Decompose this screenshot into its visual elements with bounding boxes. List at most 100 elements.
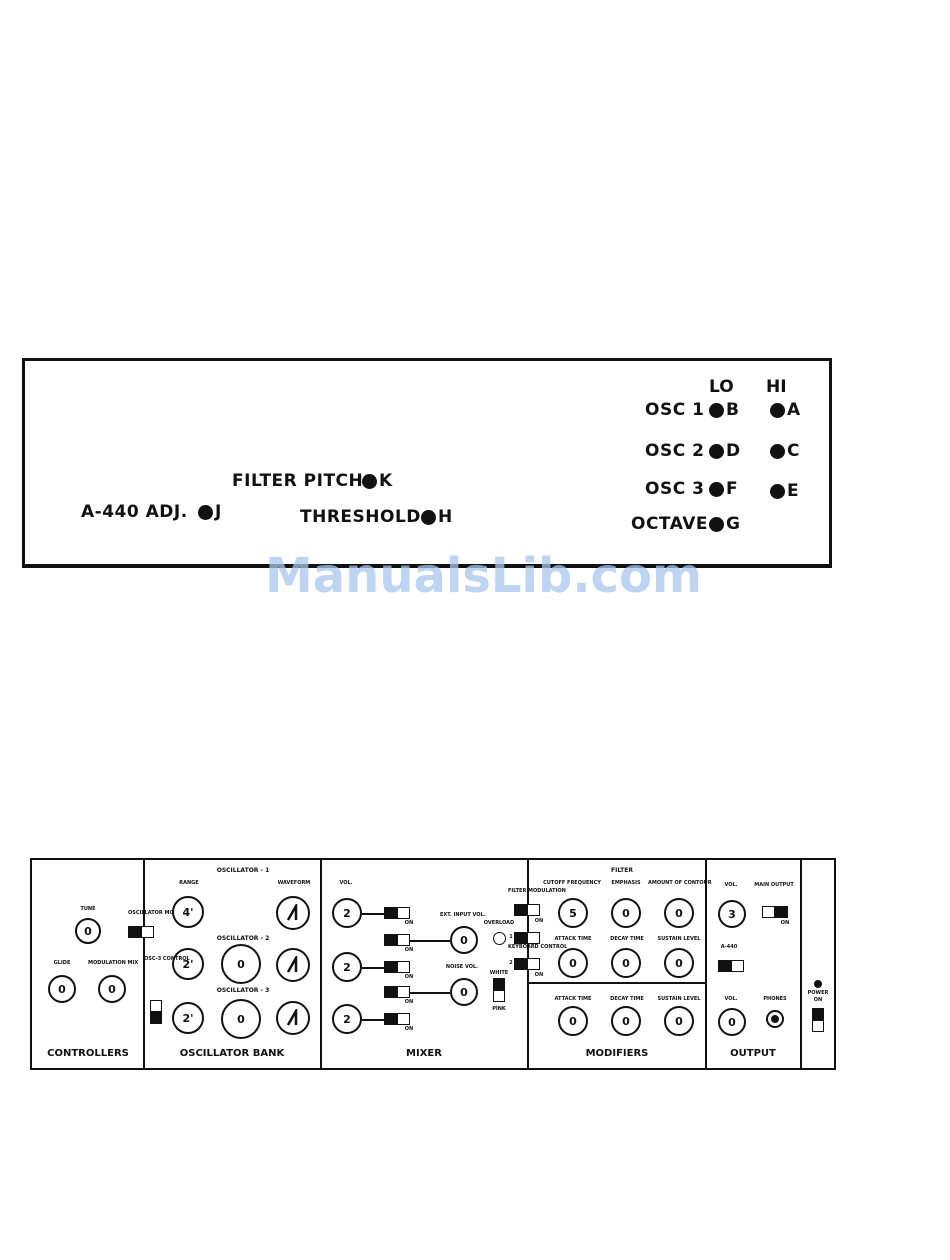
osc3-range-knob[interactable]: 2' — [172, 1002, 204, 1034]
divider — [320, 860, 322, 1068]
osc3-control-switch[interactable] — [150, 1000, 162, 1024]
pink-label: PINK — [492, 1006, 506, 1012]
phones-jack-icon[interactable] — [766, 1010, 784, 1028]
amount-of-contour-knob[interactable]: 0 — [664, 898, 694, 928]
a440-adj-label: A-440 ADJ. — [81, 502, 188, 522]
osc1-volume-knob[interactable]: 2 — [332, 898, 362, 928]
glide-knob[interactable]: 0 — [48, 975, 76, 1003]
osc3-on-switch[interactable] — [384, 1013, 410, 1025]
filter-title: FILTER — [611, 867, 633, 874]
lo-column-header: LO — [709, 377, 734, 397]
filter-decay-time-knob[interactable]: 0 — [611, 948, 641, 978]
osc2-waveform-knob[interactable] — [276, 948, 310, 982]
threshold-label: THRESHOLD — [300, 507, 421, 527]
osc3-control-label: OSC-3 CONTROL — [144, 956, 190, 962]
main-output-switch[interactable] — [762, 906, 788, 918]
a440-switch[interactable] — [718, 960, 744, 972]
filter-sustain-level-knob[interactable]: 0 — [664, 948, 694, 978]
overload-lamp-icon — [493, 932, 506, 945]
output-vol2-label: VOL. — [724, 996, 738, 1002]
osc1-range-knob[interactable]: 4' — [172, 896, 204, 928]
output-volume-knob[interactable]: 3 — [718, 900, 746, 928]
on-label: ON — [404, 1026, 414, 1032]
osc3-waveform-knob[interactable] — [276, 1001, 310, 1035]
divider — [800, 860, 802, 1068]
noise-color-switch[interactable] — [493, 978, 505, 1002]
osc1-on-switch[interactable] — [384, 907, 410, 919]
on-label: ON — [534, 972, 544, 978]
noise-volume-knob[interactable]: 0 — [450, 978, 478, 1006]
trimpot-panel: LO HI OSC 1 B A OSC 2 D C OSC 3 F E OCTA… — [22, 358, 832, 568]
oscillator-modulation-label: OSCILLATOR MODULATION — [128, 910, 203, 916]
trimpot-f-dot — [709, 481, 724, 497]
emphasis-label: EMPHASIS — [611, 880, 641, 886]
keyboard-control-1-switch[interactable] — [514, 932, 540, 944]
overload-label: OVERLOAD — [483, 920, 515, 926]
emphasis-knob[interactable]: 0 — [611, 898, 641, 928]
trimpot-a[interactable]: A — [770, 400, 800, 420]
hi-column-header: HI — [766, 377, 787, 397]
ext-input-on-switch[interactable] — [384, 934, 410, 946]
osc1-waveform-knob[interactable] — [276, 896, 310, 930]
modulation-mix-knob[interactable]: 0 — [98, 975, 126, 1003]
mixer-title: MIXER — [406, 1048, 442, 1059]
trimpot-g[interactable]: G — [709, 514, 740, 534]
filter-modulation-switch[interactable] — [514, 904, 540, 916]
keyboard-control-2-switch[interactable] — [514, 958, 540, 970]
trimpot-b-dot — [709, 402, 724, 418]
trimpot-c-dot — [770, 443, 785, 459]
trimpot-c[interactable]: C — [770, 441, 799, 461]
phones-volume-knob[interactable]: 0 — [718, 1008, 746, 1036]
modifiers-title: MODIFIERS — [585, 1048, 649, 1059]
osc2-frequency-knob[interactable]: 0 — [221, 944, 261, 984]
amount-of-contour-label: AMOUNT OF CONTOUR — [648, 880, 712, 886]
loudness-sustain-level-knob[interactable]: 0 — [664, 1006, 694, 1036]
range-label: RANGE — [179, 880, 199, 886]
loudness-decay-time-label: DECAY TIME — [610, 996, 644, 1002]
tune-knob[interactable]: 0 — [75, 918, 101, 944]
power-label: POWER — [807, 990, 829, 996]
mixer-vol-label: VOL. — [339, 880, 353, 886]
osc2-range-knob[interactable]: 2' — [172, 948, 204, 980]
cutoff-frequency-knob[interactable]: 5 — [558, 898, 588, 928]
loudness-decay-time-knob[interactable]: 0 — [611, 1006, 641, 1036]
noise-vol-label: NOISE VOL. — [445, 964, 479, 970]
on-label: ON — [404, 947, 414, 953]
filter-attack-time-knob[interactable]: 0 — [558, 948, 588, 978]
trimpot-h[interactable]: H — [421, 507, 452, 527]
waveform-label: WAVEFORM — [277, 880, 311, 886]
loudness-attack-time-knob[interactable]: 0 — [558, 1006, 588, 1036]
noise-on-switch[interactable] — [384, 986, 410, 998]
trimpot-b[interactable]: B — [709, 400, 739, 420]
oscillator-modulation-switch[interactable] — [128, 926, 154, 938]
oscillator-2-label: OSCILLATOR - 2 — [216, 935, 270, 942]
keyboard-control-1-label: 1 — [509, 934, 513, 940]
output-title: OUTPUT — [730, 1048, 776, 1059]
filter-attack-time-label: ATTACK TIME — [554, 936, 592, 942]
trimpot-d-dot — [709, 443, 724, 459]
osc2-on-switch[interactable] — [384, 961, 410, 973]
trimpot-f[interactable]: F — [709, 479, 738, 499]
trimpot-j[interactable]: J — [198, 502, 221, 522]
oscillator-bank-title: OSCILLATOR BANK — [179, 1048, 285, 1059]
phones-label: PHONES — [763, 996, 787, 1002]
on-label: ON — [534, 918, 544, 924]
divider — [143, 860, 145, 1068]
on-label: ON — [404, 999, 414, 1005]
ext-input-volume-knob[interactable]: 0 — [450, 926, 478, 954]
loudness-sustain-level-label: SUSTAIN LEVEL — [657, 996, 701, 1002]
divider — [529, 982, 705, 984]
ext-input-vol-label: EXT. INPUT VOL. — [440, 912, 486, 918]
power-lamp-icon — [814, 980, 822, 988]
cutoff-frequency-label: CUTOFF FREQUENCY — [543, 880, 601, 886]
trimpot-g-dot — [709, 516, 724, 532]
trimpot-e[interactable]: E — [770, 481, 799, 501]
osc2-volume-knob[interactable]: 2 — [332, 952, 362, 982]
power-switch[interactable] — [812, 1008, 824, 1032]
osc3-frequency-knob[interactable]: 0 — [221, 999, 261, 1039]
trimpot-k[interactable]: K — [362, 471, 392, 491]
connector-line — [410, 940, 450, 942]
trimpot-d[interactable]: D — [709, 441, 740, 461]
loudness-attack-time-label: ATTACK TIME — [554, 996, 592, 1002]
osc3-volume-knob[interactable]: 2 — [332, 1004, 362, 1034]
